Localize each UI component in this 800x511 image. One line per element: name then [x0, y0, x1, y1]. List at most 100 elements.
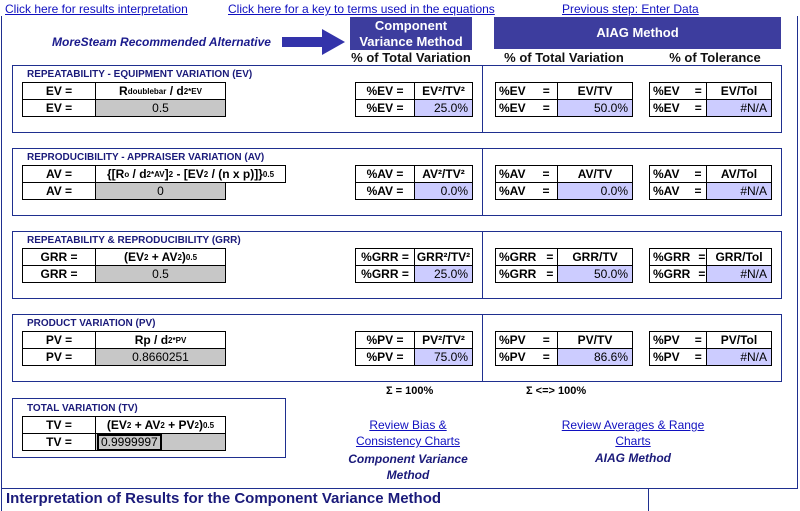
review-bias-link-line2[interactable]: Consistency Charts	[355, 434, 461, 448]
aiag-grr-tol-value: #N/A	[706, 265, 772, 283]
frame-left-border	[1, 16, 2, 489]
pct-ev-formula: EV²/TV²	[414, 82, 473, 100]
col-header-cv-total: % of Total Variation	[351, 50, 471, 65]
col-header-aiag-tolerance: % of Tolerance	[669, 50, 761, 65]
interpretation-title: Interpretation of Results for the Compon…	[6, 490, 442, 507]
aiag-ev-tol-value-label: %EV =	[649, 99, 707, 117]
component-method-line1: Component Variance	[348, 452, 468, 466]
aiag-ev-tv-formula: EV/TV	[557, 82, 633, 100]
aiag-grr-tol-label-text: %GRR	[653, 250, 691, 264]
aiag-pv-tol-value-label: %PV=	[649, 348, 707, 366]
previous-step-link[interactable]: Previous step: Enter Data	[562, 2, 699, 16]
arrow-right-icon	[282, 29, 345, 55]
pct-pv-formula-label: %PV =	[355, 331, 415, 349]
aiag-av-tv-value-label: %AV=	[495, 182, 558, 200]
component-variance-method-label: Component Variance Method	[330, 451, 486, 483]
aiag-grr-tol-formula: GRR/Tol	[706, 248, 772, 266]
aiag-av-tv-label-text: %AV	[499, 167, 526, 181]
frame-right-border	[797, 16, 798, 489]
pv-formula-label: PV =	[22, 331, 96, 349]
pct-av-formula: AV²/TV²	[414, 165, 473, 183]
grr-section-divider	[482, 231, 483, 298]
aiag-grr-tv-eq: =	[546, 250, 554, 264]
aiag-ev-tol-label-text: %EV	[653, 84, 680, 98]
aiag-sum: Σ <=> 100%	[526, 385, 587, 397]
aiag-ev-tv-label-text: %EV	[499, 84, 526, 98]
terms-key-link[interactable]: Click here for a key to terms used in th…	[228, 2, 495, 16]
pct-av-value-label: %AV =	[355, 182, 415, 200]
aiag-ev-tol-label-text2: %EV	[653, 101, 680, 115]
aiag-pv-tv-formula: PV/TV	[557, 331, 633, 349]
ev-formula-label: EV =	[22, 82, 96, 100]
aiag-grr-tol-formula-label: %GRR =	[649, 248, 707, 266]
grr-value: 0.5	[95, 265, 226, 283]
aiag-grr-tv-value-label: %GRR=	[495, 265, 558, 283]
aiag-pv-tol-formula: PV/Tol	[706, 331, 772, 349]
aiag-ev-tol-value: #N/A	[706, 99, 772, 117]
component-method-line2: Method	[386, 468, 430, 482]
aiag-pv-tv-label-text2: %PV	[499, 350, 526, 364]
av-formula-label: AV =	[22, 165, 96, 183]
aiag-av-tol-value-label: %AV=	[649, 182, 707, 200]
aiag-grr-tv-label-text: %GRR	[499, 250, 537, 264]
pct-ev-formula-label: %EV =	[355, 82, 415, 100]
review-averages-link-line1[interactable]: Review Averages & Range	[561, 418, 705, 432]
aiag-pv-tol-formula-label: %PV=	[649, 331, 707, 349]
pct-pv-value: 75.0%	[414, 348, 473, 366]
aiag-pv-tol-label-text2: %PV	[653, 350, 680, 364]
aiag-av-tol-label-text2: %AV	[653, 184, 680, 198]
pct-grr-value: 25.0%	[414, 265, 473, 283]
pct-ev-value-label: %EV =	[355, 99, 415, 117]
aiag-ev-tv-eq2: =	[542, 101, 550, 115]
av-value-label: AV =	[22, 182, 96, 200]
component-variance-header: Component Variance Method	[350, 17, 472, 50]
tv-value[interactable]: 0.9999997	[95, 433, 226, 451]
pv-section-divider	[482, 314, 483, 381]
pv-section-title: PRODUCT VARIATION (PV)	[27, 318, 156, 329]
review-averages-link-line2[interactable]: Charts	[615, 434, 651, 448]
aiag-grr-tol-label-text2: %GRR	[653, 267, 691, 281]
pct-ev-value: 25.0%	[414, 99, 473, 117]
aiag-header: AIAG Method	[494, 17, 781, 49]
aiag-av-tol-label-text: %AV	[653, 167, 680, 181]
grr-value-label: GRR =	[22, 265, 96, 283]
ev-section	[12, 65, 782, 133]
pct-av-value: 0.0%	[414, 182, 473, 200]
aiag-grr-tol-value-label: %GRR=	[649, 265, 707, 283]
aiag-av-tol-value: #N/A	[706, 182, 772, 200]
aiag-pv-tol-value: #N/A	[706, 348, 772, 366]
ev-value-label: EV =	[22, 99, 96, 117]
aiag-pv-tv-label-text: %PV	[499, 333, 526, 347]
av-section-title: REPRODUCIBILITY - APPRAISER VARIATION (A…	[27, 152, 265, 163]
component-header-line2: Variance Method	[359, 34, 463, 49]
aiag-ev-tol-eq2: =	[694, 101, 702, 115]
av-section-divider	[482, 148, 483, 215]
aiag-pv-tv-value-label: %PV=	[495, 348, 558, 366]
aiag-ev-tol-formula-label: %EV=	[649, 82, 707, 100]
cv-sum: Σ = 100%	[386, 385, 434, 397]
aiag-ev-tv-label-text2: %EV	[499, 101, 526, 115]
aiag-av-tol-formula: AV/Tol	[706, 165, 772, 183]
grr-formula-label: GRR =	[22, 248, 96, 266]
aiag-av-tv-eq2: =	[542, 184, 550, 198]
grr-section-title: REPEATABILITY & REPRODUCIBILITY (GRR)	[27, 235, 241, 246]
tv-value-selected-cell[interactable]: 0.9999997	[97, 434, 162, 450]
av-section	[12, 148, 782, 216]
aiag-grr-tol-eq: =	[698, 250, 706, 264]
aiag-ev-tv-value-label: %EV =	[495, 99, 558, 117]
ev-value: 0.5	[95, 99, 226, 117]
grr-section	[12, 231, 782, 299]
review-bias-link-line1[interactable]: Review Bias &	[369, 418, 447, 432]
aiag-method-label: AIAG Method	[595, 451, 671, 465]
review-averages-link[interactable]: Review Averages & Range Charts	[550, 417, 716, 449]
aiag-pv-tv-formula-label: %PV=	[495, 331, 558, 349]
aiag-av-tol-eq: =	[694, 167, 702, 181]
review-bias-link[interactable]: Review Bias & Consistency Charts	[352, 417, 464, 449]
results-interpretation-link[interactable]: Click here for results interpretation	[5, 2, 188, 16]
interpretation-box	[1, 488, 649, 511]
